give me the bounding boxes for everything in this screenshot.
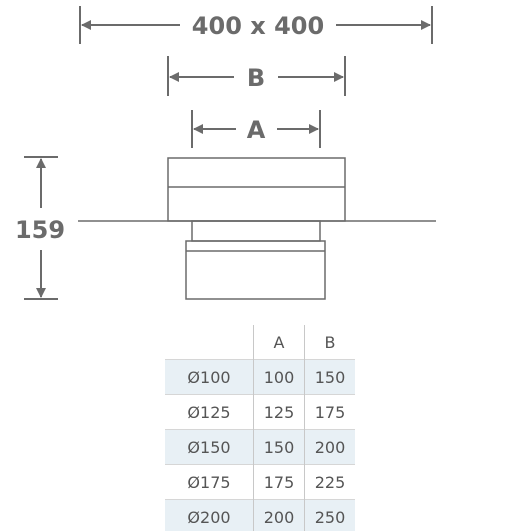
height-dimension: 159	[15, 156, 65, 300]
spigot-neck	[191, 220, 321, 242]
table-cell-size: Ø150	[165, 429, 254, 465]
table-row: Ø175 175 225	[165, 464, 355, 500]
a-label: A	[247, 116, 266, 144]
table-cell-a: 200	[253, 499, 305, 531]
table-row: Ø125 125 175	[165, 394, 355, 430]
overall-width-label: 400 x 400	[192, 12, 324, 40]
top-plate-outline	[167, 157, 346, 222]
table-row: Ø150 150 200	[165, 429, 355, 465]
top-plate	[167, 157, 346, 222]
table-cell-size: Ø125	[165, 394, 254, 430]
spigot	[185, 220, 326, 300]
b-dimension: B	[167, 56, 346, 96]
b-label: B	[247, 64, 265, 92]
table-cell-size: Ø200	[165, 499, 254, 531]
height-label: 159	[15, 216, 65, 244]
table-cell-a: 175	[253, 464, 305, 500]
table-row: Ø100 100 150	[165, 359, 355, 395]
table-cell-a: 125	[253, 394, 305, 430]
table-cell-a: 100	[253, 359, 305, 395]
table-cell-a: 150	[253, 429, 305, 465]
a-dimension: A	[191, 110, 321, 148]
spigot-body	[185, 240, 326, 300]
table-cell-b: 225	[304, 464, 355, 500]
size-table: A B Ø100 100 150 Ø125 125 175 Ø150 150 2…	[165, 325, 355, 531]
table-header-a: A	[253, 325, 305, 360]
table-cell-b: 175	[304, 394, 355, 430]
table-cell-size: Ø100	[165, 359, 254, 395]
table-cell-b: 150	[304, 359, 355, 395]
table-row: Ø200 200 250	[165, 499, 355, 531]
overall-width-dimension: 400 x 400	[79, 6, 433, 44]
table-header-size	[165, 325, 254, 360]
table-cell-size: Ø175	[165, 464, 254, 500]
table-cell-b: 250	[304, 499, 355, 531]
table-cell-b: 200	[304, 429, 355, 465]
table-header-b: B	[304, 325, 355, 360]
table-header-row: A B	[165, 325, 355, 360]
